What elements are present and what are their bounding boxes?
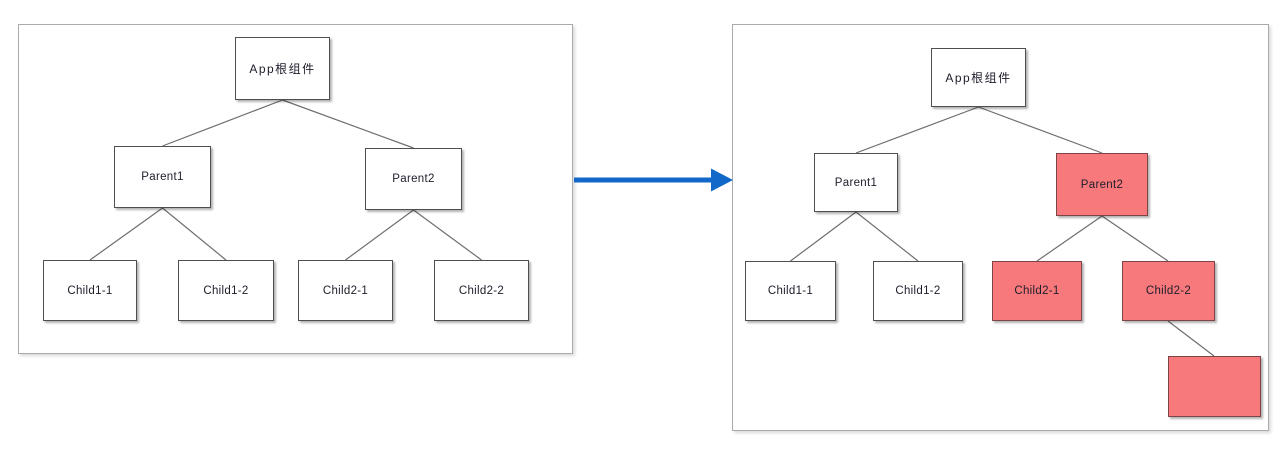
node-new-child-right-highlighted: [1168, 356, 1261, 417]
node-child1-2-right: Child1-2: [873, 261, 963, 321]
node-parent2-right-highlighted: Parent2: [1056, 153, 1148, 216]
node-app-root-left: App根组件: [235, 37, 330, 100]
node-child2-2-right-highlighted: Child2-2: [1122, 261, 1215, 321]
node-parent1-right: Parent1: [814, 153, 898, 212]
node-child1-1-left: Child1-1: [43, 260, 137, 321]
node-parent2-left: Parent2: [365, 148, 462, 210]
node-parent1-left: Parent1: [114, 146, 211, 208]
node-app-root-right: App根组件: [931, 48, 1026, 107]
right-arrow-icon: [574, 168, 733, 192]
node-child2-1-left: Child2-1: [298, 260, 393, 321]
node-child1-1-right: Child1-1: [745, 261, 836, 321]
node-child2-1-right-highlighted: Child2-1: [992, 261, 1082, 321]
node-child2-2-left: Child2-2: [434, 260, 529, 321]
node-child1-2-left: Child1-2: [178, 260, 274, 321]
